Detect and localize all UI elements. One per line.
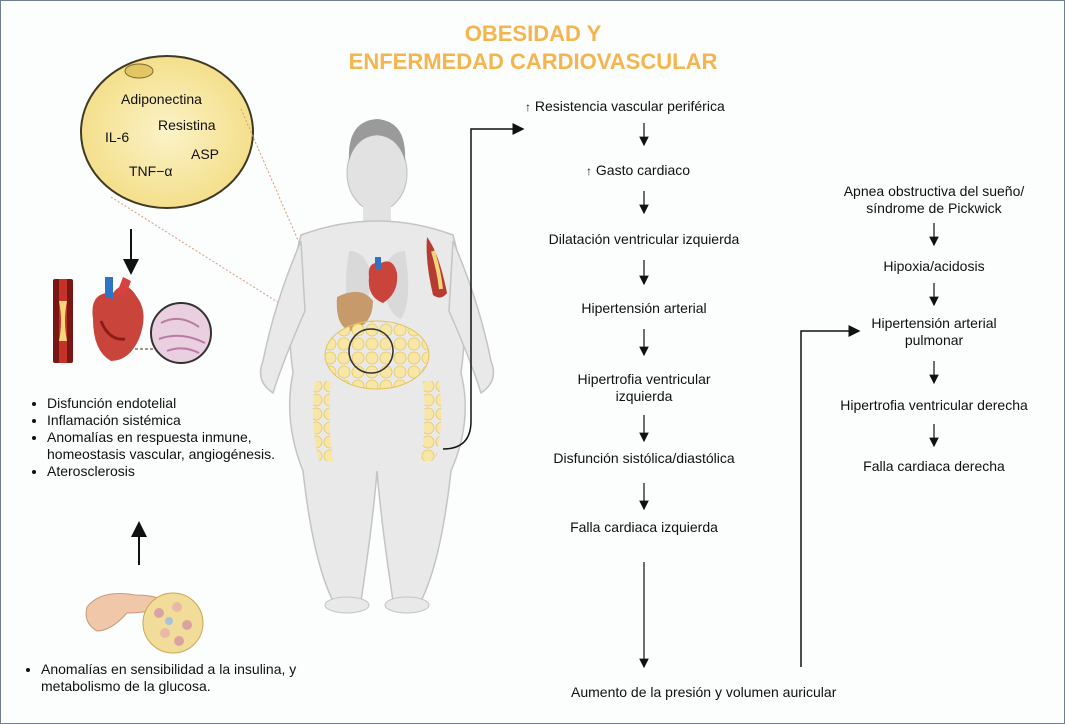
- label-adiponectina: Adiponectina: [121, 91, 202, 107]
- step-label: Resistencia vascular periférica: [534, 98, 725, 114]
- heart-icon: [92, 277, 144, 361]
- step-rv-hypertrophy: Hipertrofia ventricular derecha: [840, 397, 1028, 413]
- label-asp: ASP: [191, 146, 220, 162]
- step-lv-hypertrophy: Hipertrofia ventricular izquierda: [577, 371, 711, 404]
- step-cardiac-output: ↑ Gasto cardiaco: [586, 162, 690, 178]
- arm-muscle-icon: [426, 237, 447, 298]
- title-line-2: ENFERMEDAD CARDIOVASCULAR: [348, 49, 718, 74]
- list-item: Anomalías en respuesta inmune, homeostas…: [47, 429, 277, 463]
- step-atrial-pressure: Aumento de la presión y volumen auricula…: [571, 684, 837, 700]
- label-resistina: Resistina: [158, 117, 216, 133]
- list-item: Anomalías en sensibilidad a la insulina,…: [41, 661, 321, 695]
- list-item: Inflamación sistémica: [47, 412, 307, 429]
- step-hypoxia: Hipoxia/acidosis: [883, 258, 985, 274]
- visceral-fat: [324, 320, 430, 390]
- connector-to-pulmonary: [800, 325, 861, 667]
- islet-icon: [142, 592, 204, 654]
- step-hypertension: Hipertensión arterial: [581, 300, 707, 316]
- thigh-fat: [312, 381, 442, 461]
- tissue-magnifier-icon: [135, 302, 212, 364]
- step-left-hf: Falla cardiaca izquierda: [570, 519, 718, 535]
- adipocyte-cell: [80, 55, 254, 209]
- step-right-hf: Falla cardiaca derecha: [863, 458, 1005, 474]
- title-line-1: OBESIDAD Y: [464, 21, 602, 46]
- vascular-effects-list: Disfunción endotelial Inflamación sistém…: [31, 395, 307, 480]
- body-heart-organ: [368, 257, 398, 303]
- increase-arrow-icon: ↑: [525, 100, 531, 114]
- label-tnf: TNF−α: [129, 163, 173, 179]
- liver-organ: [336, 291, 373, 331]
- connector-body-to-chain: [442, 123, 525, 450]
- step-resistance: ↑ Resistencia vascular periférica: [525, 98, 725, 114]
- step-sleep-apnea: Apnea obstructiva del sueño/ síndrome de…: [843, 183, 1025, 216]
- artery-icon: [53, 279, 73, 363]
- step-dysfunction: Disfunción sistólica/diastólica: [553, 450, 735, 466]
- list-item: Aterosclerosis: [47, 463, 307, 480]
- step-lv-dilation: Dilatación ventricular izquierda: [548, 231, 740, 247]
- list-item: Disfunción endotelial: [47, 395, 307, 412]
- metabolic-effects-list: Anomalías en sensibilidad a la insulina,…: [25, 661, 321, 695]
- step-pulmonary-hypertension: Hipertensión arterial pulmonar: [871, 315, 997, 348]
- increase-arrow-icon: ↑: [586, 164, 592, 178]
- body-silhouette: [259, 119, 495, 614]
- label-il6: IL-6: [105, 129, 130, 145]
- step-label: Gasto cardiaco: [595, 162, 691, 178]
